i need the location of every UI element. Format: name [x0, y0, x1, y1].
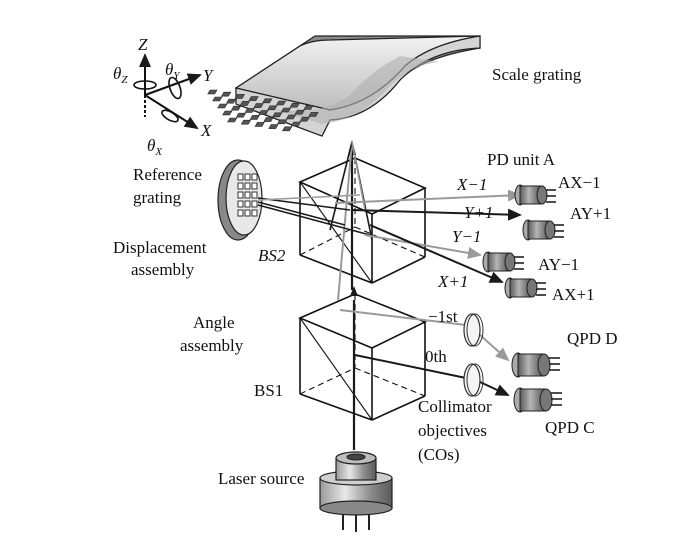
grating-cell [254, 122, 265, 127]
grating-cell [294, 109, 305, 115]
laser-source-label: Laser source [218, 469, 304, 488]
grating-cell [303, 105, 314, 110]
reference-grating [217, 159, 263, 241]
grating-cell [299, 116, 310, 122]
pd-ax-plus-label: AX+1 [552, 285, 595, 304]
bs1-label: BS1 [254, 381, 283, 400]
qpd-c [513, 387, 562, 413]
grating-cell [239, 101, 250, 106]
grating-cell [207, 89, 218, 95]
theta-y-label: θY [165, 60, 181, 82]
angle-assembly-label-2: assembly [180, 336, 244, 355]
grating-cell [290, 121, 302, 127]
grating-cell [244, 108, 255, 113]
beam-splitter-bs1 [297, 293, 427, 421]
qpd-d-label: QPD D [567, 329, 618, 348]
scale-grating-pattern [207, 89, 319, 132]
beam-y-minus-label: Y−1 [452, 227, 481, 246]
grating-cell [234, 94, 245, 99]
angle-assembly-label-1: Angle [193, 313, 235, 332]
collimator-objective-lower [463, 363, 484, 397]
grating-cell [249, 115, 260, 120]
laser-source [319, 451, 393, 532]
pd-ay-minus [482, 251, 524, 273]
grating-cell [280, 107, 292, 113]
axis-x-label: X [200, 121, 212, 140]
laser-beams [257, 140, 522, 450]
displacement-assembly-label-2: assembly [131, 260, 195, 279]
displacement-assembly-label-1: Displacement [113, 238, 207, 257]
grating-cell [275, 100, 287, 106]
scale-grating-label: Scale grating [492, 65, 582, 84]
pd-ay-plus [522, 219, 564, 241]
qpd-c-label: QPD C [545, 418, 595, 437]
collimator-label-2: objectives [418, 421, 487, 440]
grating-cell [220, 91, 232, 97]
pd-ax-minus [514, 184, 556, 206]
pd-ay-minus-label: AY−1 [538, 255, 579, 274]
grating-cell [289, 102, 300, 108]
scale-grating [207, 35, 481, 137]
collimator-label-1: Collimator [418, 397, 492, 416]
grating-cell [212, 96, 223, 102]
pd-unit-label: PD unit A [487, 150, 556, 169]
coordinate-axes [133, 53, 202, 130]
grating-cell [282, 126, 293, 132]
axis-y-label: Y [203, 66, 214, 85]
order-0th-label: 0th [425, 347, 447, 366]
grating-cell [227, 117, 238, 123]
grating-cell [268, 124, 279, 129]
grating-cell [222, 110, 233, 116]
grating-cell [240, 119, 252, 125]
grating-cell [285, 114, 297, 120]
grating-cell [230, 105, 242, 111]
order-minus-1st-label: −1st [428, 307, 458, 326]
bs2-label: BS2 [258, 246, 286, 265]
pd-ax-minus-label: AX−1 [558, 173, 601, 192]
grating-cell [258, 110, 269, 115]
grating-cell [235, 112, 247, 118]
collimator-label-3: (COs) [418, 445, 460, 464]
grating-cell [225, 98, 237, 104]
grating-cell [263, 117, 274, 122]
grating-cell [272, 112, 283, 118]
grating-cell [253, 103, 264, 108]
grating-cell [217, 103, 228, 109]
theta-z-label: θZ [113, 64, 128, 86]
beam-x-minus-label: X−1 [456, 175, 487, 194]
grating-cell [248, 96, 259, 101]
reference-grating-label-1: Reference [133, 165, 202, 184]
theta-x-label: θX [147, 136, 163, 158]
collimator-objective-upper [463, 313, 484, 347]
reference-grating-label-2: grating [133, 188, 182, 207]
beam-x-plus-label: X+1 [437, 272, 468, 291]
grating-cell [277, 119, 288, 125]
beam-y-plus-label: Y+1 [464, 203, 493, 222]
grating-cell [308, 112, 319, 117]
qpd-d [511, 352, 560, 378]
grating-cell [262, 98, 273, 104]
axis-z-label: Z [138, 35, 148, 54]
grating-cell [267, 105, 278, 111]
pd-ax-plus [504, 277, 546, 299]
pd-ay-plus-label: AY+1 [570, 204, 611, 223]
